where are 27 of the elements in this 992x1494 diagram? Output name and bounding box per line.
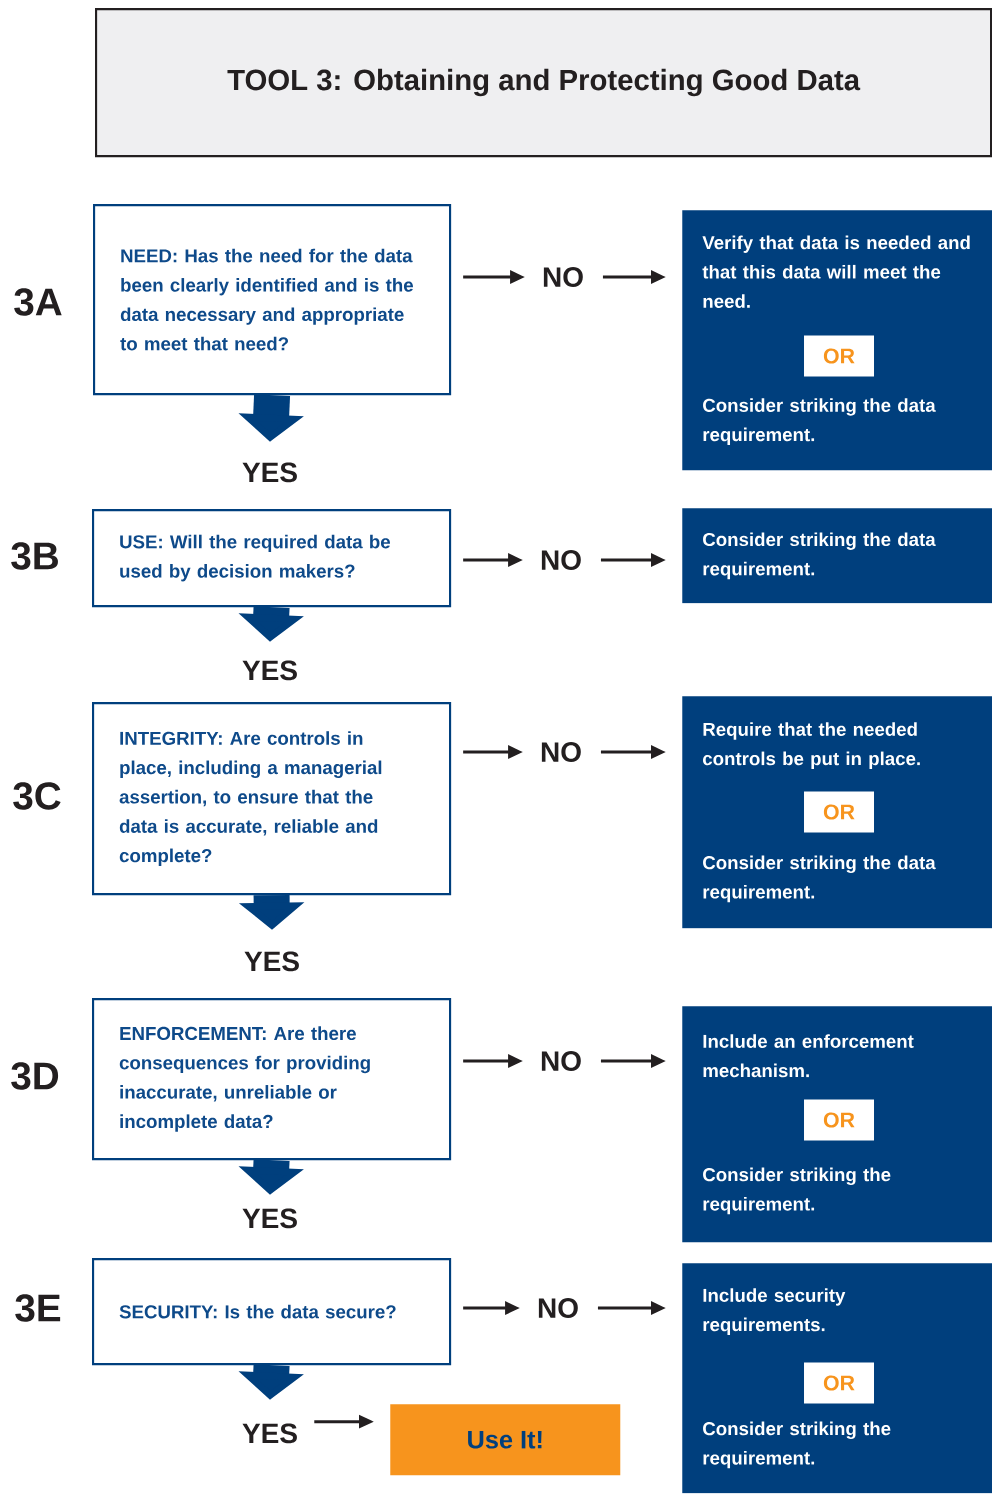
question-box: SECURITY: Is the data secure? xyxy=(92,1258,452,1366)
question-box: ENFORCEMENT: Are there consequences for providing inaccurate, unreliable or incomplete data? xyxy=(92,998,452,1161)
result-box: Use It! xyxy=(390,1404,621,1476)
title-box: TOOL 3: Obtaining and Protecting Good Data xyxy=(95,8,992,158)
or-box: OR xyxy=(804,791,874,833)
no-label: NO xyxy=(543,267,583,287)
yes-label: YES xyxy=(242,660,297,681)
yes-label: YES xyxy=(242,1208,297,1229)
no-label: NO xyxy=(538,1298,578,1318)
no-label: NO xyxy=(541,550,581,570)
yes-label: YES xyxy=(242,1423,297,1444)
step-number: 3A xyxy=(14,288,62,316)
step-number: 3C xyxy=(13,782,61,810)
no-label: NO xyxy=(541,1051,581,1071)
or-box: OR xyxy=(804,1362,874,1404)
yes-label: YES xyxy=(244,951,299,972)
question-box: INTEGRITY: Are controls in place, including a managerial assertion, to ensure that the data is accurate, reliable and complete? xyxy=(92,702,452,896)
step-number: 3B xyxy=(11,542,58,570)
or-box: OR xyxy=(804,1099,874,1141)
question-box: NEED: Has the need for the data been clearly identified and is the data necessary and appropriate to meet that need? xyxy=(93,204,452,396)
action-box: Consider striking the data requirement. xyxy=(682,508,992,604)
or-box: OR xyxy=(804,335,874,377)
yes-label: YES xyxy=(242,462,297,483)
no-label: NO xyxy=(541,742,581,762)
question-box: USE: Will the required data be used by decision makers? xyxy=(92,509,452,608)
step-number: 3E xyxy=(15,1294,61,1322)
step-number: 3D xyxy=(11,1062,59,1090)
